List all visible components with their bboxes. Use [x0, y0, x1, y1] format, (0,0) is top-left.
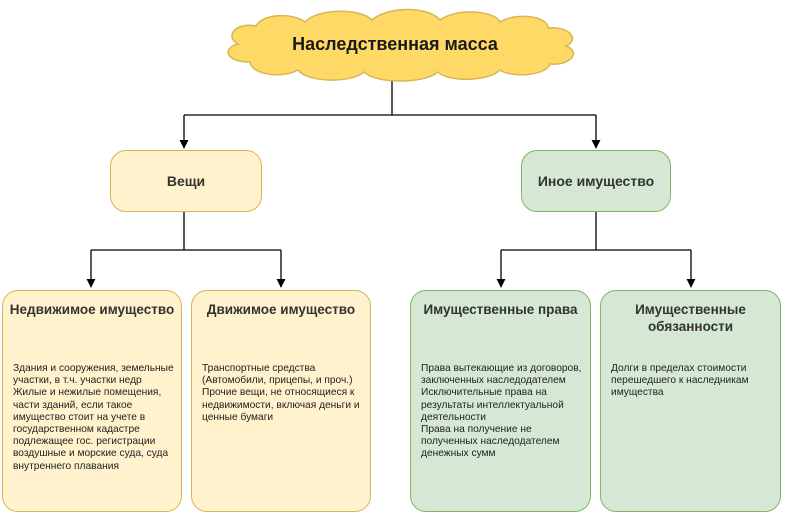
list-item: Долги в пределах стоимости перешедшего к… — [611, 363, 749, 399]
leaf-immovable-property: Недвижимое имущество Здания и сооружения… — [2, 290, 182, 512]
leaf-movable-property: Движимое имущество Транспортные средства… — [191, 290, 371, 512]
leaf-title: Недвижимое имущество — [9, 302, 175, 317]
list-item: Права вытекающие из договоров, заключенн… — [421, 363, 582, 387]
leaf-title: Движимое имущество — [206, 302, 356, 317]
root-title: Наследственная масса — [292, 33, 498, 54]
leaf-title: Имущественные права — [423, 302, 578, 317]
list-item: Здания и сооружения, земельные участки, … — [13, 363, 174, 387]
list-item: Жилые и нежилые помещения, части зданий,… — [13, 387, 162, 436]
branch-other-property: Иное имущество — [521, 150, 671, 212]
list-item: Исключительные права на результаты интел… — [421, 387, 564, 423]
leaf-items: Здания и сооружения, земельные участки, … — [13, 363, 175, 473]
leaf-items: Транспортные средства (Автомобили, прице… — [202, 363, 364, 424]
branch-things-label: Вещи — [166, 173, 206, 189]
list-item: Права на получение не полученных наследо… — [421, 424, 560, 460]
leaf-title: Имущественные обязанности — [635, 302, 746, 334]
leaf-property-obligations: Имущественные обязанности Долги в предел… — [600, 290, 781, 512]
branch-other-property-label: Иное имущество — [537, 173, 655, 189]
leaf-items: Права вытекающие из договоров, заключенн… — [421, 363, 584, 461]
leaf-property-rights: Имущественные права Права вытекающие из … — [410, 290, 591, 512]
list-item: подлежащее гос. регистрации воздушные и … — [13, 436, 169, 472]
list-item: Транспортные средства (Автомобили, прице… — [202, 363, 353, 387]
list-item: Прочие вещи, не относящиеся к недвижимос… — [202, 387, 360, 423]
leaf-items: Долги в пределах стоимости перешедшего к… — [611, 363, 774, 400]
branch-things: Вещи — [110, 150, 262, 212]
root-cloud-shape — [227, 8, 574, 82]
